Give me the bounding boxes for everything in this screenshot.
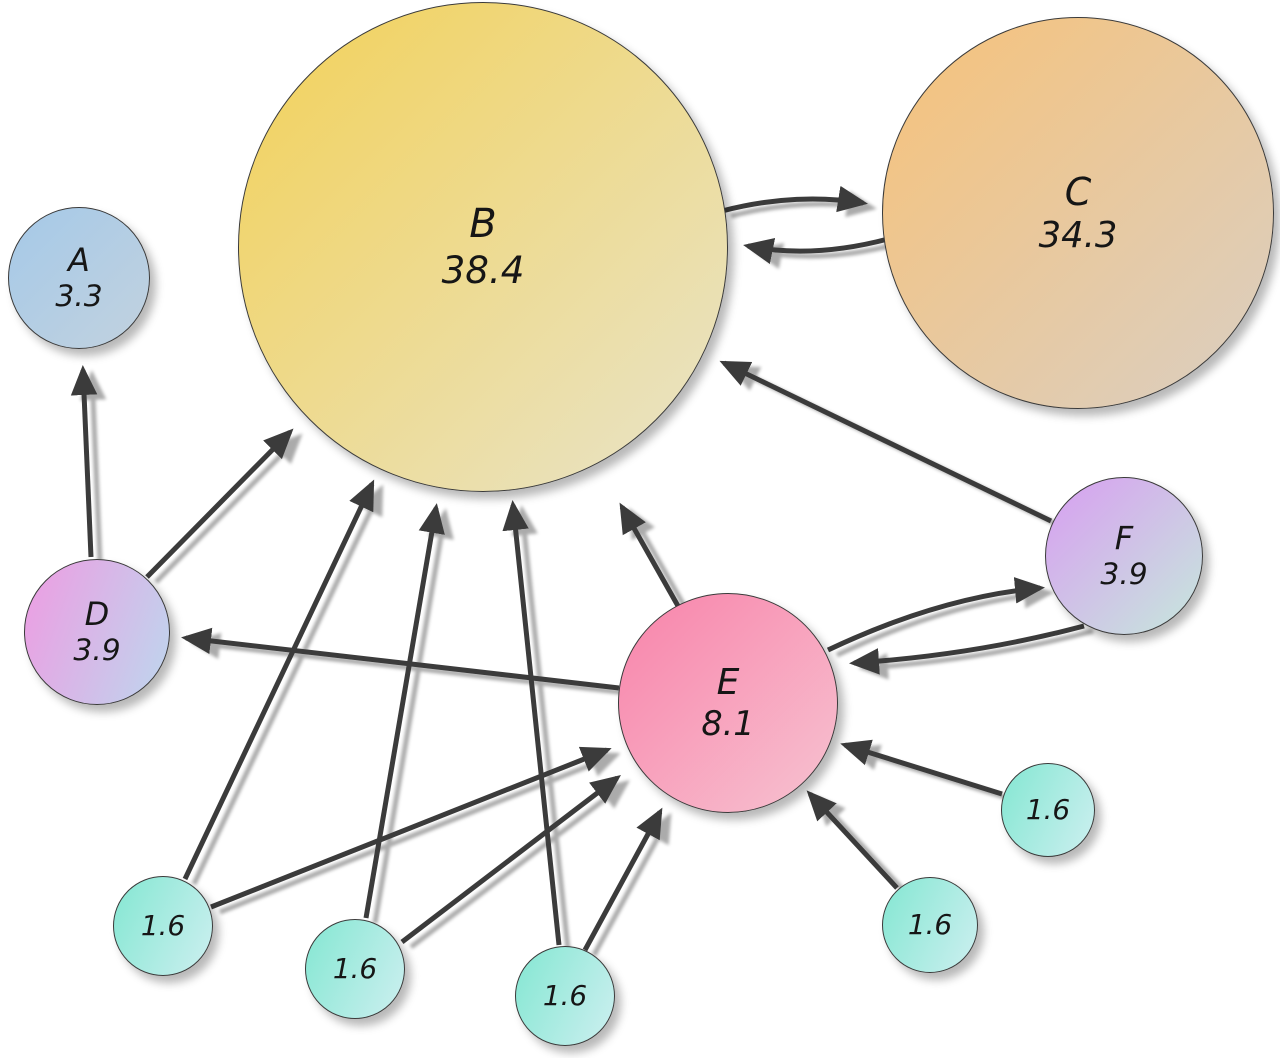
- node-A-value: 3.3: [55, 279, 103, 315]
- edge-F-B: [719, 360, 1053, 524]
- node-F: F 3.9: [1045, 477, 1203, 635]
- node-S1-value: 1.6: [140, 908, 186, 942]
- edge-S5-E: [840, 739, 1003, 797]
- node-S4: 1.6: [882, 877, 978, 973]
- node-S4-value: 1.6: [907, 907, 953, 941]
- node-E-value: 8.1: [701, 704, 755, 744]
- node-S5: 1.6: [1001, 763, 1095, 857]
- edge-E-F: [826, 577, 1045, 653]
- edge-S3-B: [502, 500, 562, 946]
- node-A-label: A: [68, 240, 90, 279]
- edge-S2-B: [363, 503, 445, 919]
- node-E: E 8.1: [618, 593, 838, 813]
- node-B-value: 38.4: [441, 247, 525, 292]
- node-S2: 1.6: [305, 919, 405, 1019]
- node-S1: 1.6: [113, 876, 213, 976]
- node-A: A 3.3: [8, 207, 150, 349]
- node-C-label: C: [1064, 169, 1092, 214]
- edge-S2-E: [400, 774, 621, 944]
- edge-E-B: [619, 502, 681, 608]
- edge-S1-B: [182, 479, 375, 881]
- edge-S3-E: [582, 807, 663, 952]
- node-D-value: 3.9: [73, 633, 121, 669]
- edge-B-C: [721, 185, 868, 214]
- edge-S4-E: [806, 790, 899, 890]
- edge-D-A: [70, 365, 98, 558]
- node-F-value: 3.9: [1100, 557, 1148, 593]
- node-S5-value: 1.6: [1025, 792, 1071, 826]
- node-D: D 3.9: [24, 559, 170, 705]
- node-B: B 38.4: [238, 2, 728, 492]
- node-S3: 1.6: [515, 946, 615, 1046]
- node-C-value: 34.3: [1038, 214, 1118, 256]
- node-S3-value: 1.6: [542, 978, 588, 1012]
- node-C: C 34.3: [882, 17, 1274, 409]
- edge-F-E: [849, 623, 1085, 675]
- edge-D-B: [145, 428, 294, 579]
- edge-E-D: [181, 627, 620, 691]
- node-B-label: B: [469, 201, 497, 248]
- edge-C-B: [743, 236, 889, 264]
- node-S2-value: 1.6: [332, 951, 378, 985]
- node-F-label: F: [1114, 518, 1134, 557]
- node-E-label: E: [716, 662, 740, 704]
- node-D-label: D: [84, 594, 110, 633]
